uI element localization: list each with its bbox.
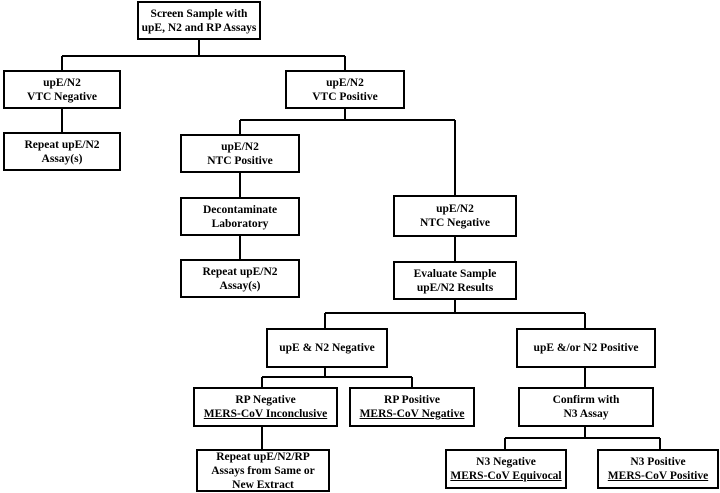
decontaminate-line-1: Decontaminate: [202, 203, 278, 216]
screen-sample-line-2: upE, N2 and RP Assays: [141, 21, 257, 34]
rp-negative-result: MERS-CoV Inconclusive: [203, 408, 328, 420]
screen-sample-line-1: Screen Sample with: [150, 7, 248, 20]
n3-positive-box: N3 Positive MERS-CoV Positive: [597, 449, 719, 489]
decontaminate-box: Decontaminate Laboratory: [180, 197, 300, 236]
decontaminate-line-2: Laboratory: [211, 217, 269, 230]
repeat-rp-line-2: Assays from Same or: [211, 464, 315, 477]
n3-negative-box: N3 Negative MERS-CoV Equivocal: [445, 449, 567, 489]
n3-negative-result: MERS-CoV Equivocal: [450, 470, 562, 482]
vtc-positive-line-1: upE/N2: [326, 76, 364, 89]
rp-positive-result: MERS-CoV Negative: [359, 408, 465, 420]
screen-sample-box: Screen Sample with upE, N2 and RP Assays: [137, 1, 261, 40]
n3-positive-line-1: N3 Positive: [630, 456, 686, 468]
evaluate-sample-line-1: Evaluate Sample: [413, 267, 497, 280]
vtc-positive-line-2: VTC Positive: [312, 90, 378, 103]
vtc-positive-box: upE/N2 VTC Positive: [285, 70, 405, 109]
repeat-assays-2-line-1: Repeat upE/N2: [202, 265, 278, 278]
upe-n2-positive-box: upE &/or N2 Positive: [516, 328, 656, 368]
rp-negative-line-1: RP Negative: [235, 394, 296, 406]
ntc-positive-line-1: upE/N2: [221, 140, 259, 153]
repeat-assays-box-1: Repeat upE/N2 Assay(s): [3, 132, 121, 171]
ntc-negative-box: upE/N2 NTC Negative: [393, 195, 517, 237]
n3-positive-result: MERS-CoV Positive: [607, 470, 709, 482]
ntc-negative-line-2: NTC Negative: [420, 217, 490, 229]
repeat-rp-box: Repeat upE/N2/RP Assays from Same or New…: [196, 449, 330, 492]
vtc-negative-box: upE/N2 VTC Negative: [3, 70, 121, 109]
upe-n2-negative-label: upE & N2 Negative: [279, 342, 375, 354]
ntc-positive-box: upE/N2 NTC Positive: [180, 134, 300, 173]
vtc-negative-line-1: upE/N2: [43, 76, 81, 89]
rp-positive-line-1: RP Positive: [384, 394, 440, 406]
upe-n2-negative-box: upE & N2 Negative: [266, 328, 388, 368]
repeat-assays-2-line-2: Assay(s): [219, 279, 261, 292]
confirm-n3-line-2: N3 Assay: [563, 408, 609, 420]
repeat-assays-1-line-2: Assay(s): [41, 152, 83, 165]
evaluate-sample-box: Evaluate Sample upE/N2 Results: [393, 261, 517, 300]
confirm-n3-box: Confirm with N3 Assay: [518, 387, 654, 427]
rp-negative-box: RP Negative MERS-CoV Inconclusive: [193, 387, 338, 427]
ntc-negative-line-1: upE/N2: [436, 203, 474, 215]
rp-positive-box: RP Positive MERS-CoV Negative: [349, 387, 475, 427]
repeat-rp-line-1: Repeat upE/N2/RP: [216, 450, 310, 463]
confirm-n3-line-1: Confirm with: [552, 394, 620, 406]
ntc-positive-line-2: NTC Positive: [207, 154, 273, 167]
repeat-assays-1-line-1: Repeat upE/N2: [24, 138, 100, 151]
n3-negative-line-1: N3 Negative: [476, 456, 536, 468]
repeat-rp-line-3: New Extract: [232, 478, 294, 491]
repeat-assays-box-2: Repeat upE/N2 Assay(s): [180, 259, 300, 298]
upe-n2-positive-label: upE &/or N2 Positive: [533, 342, 639, 354]
evaluate-sample-line-2: upE/N2 Results: [416, 281, 494, 294]
vtc-negative-line-2: VTC Negative: [27, 90, 97, 103]
